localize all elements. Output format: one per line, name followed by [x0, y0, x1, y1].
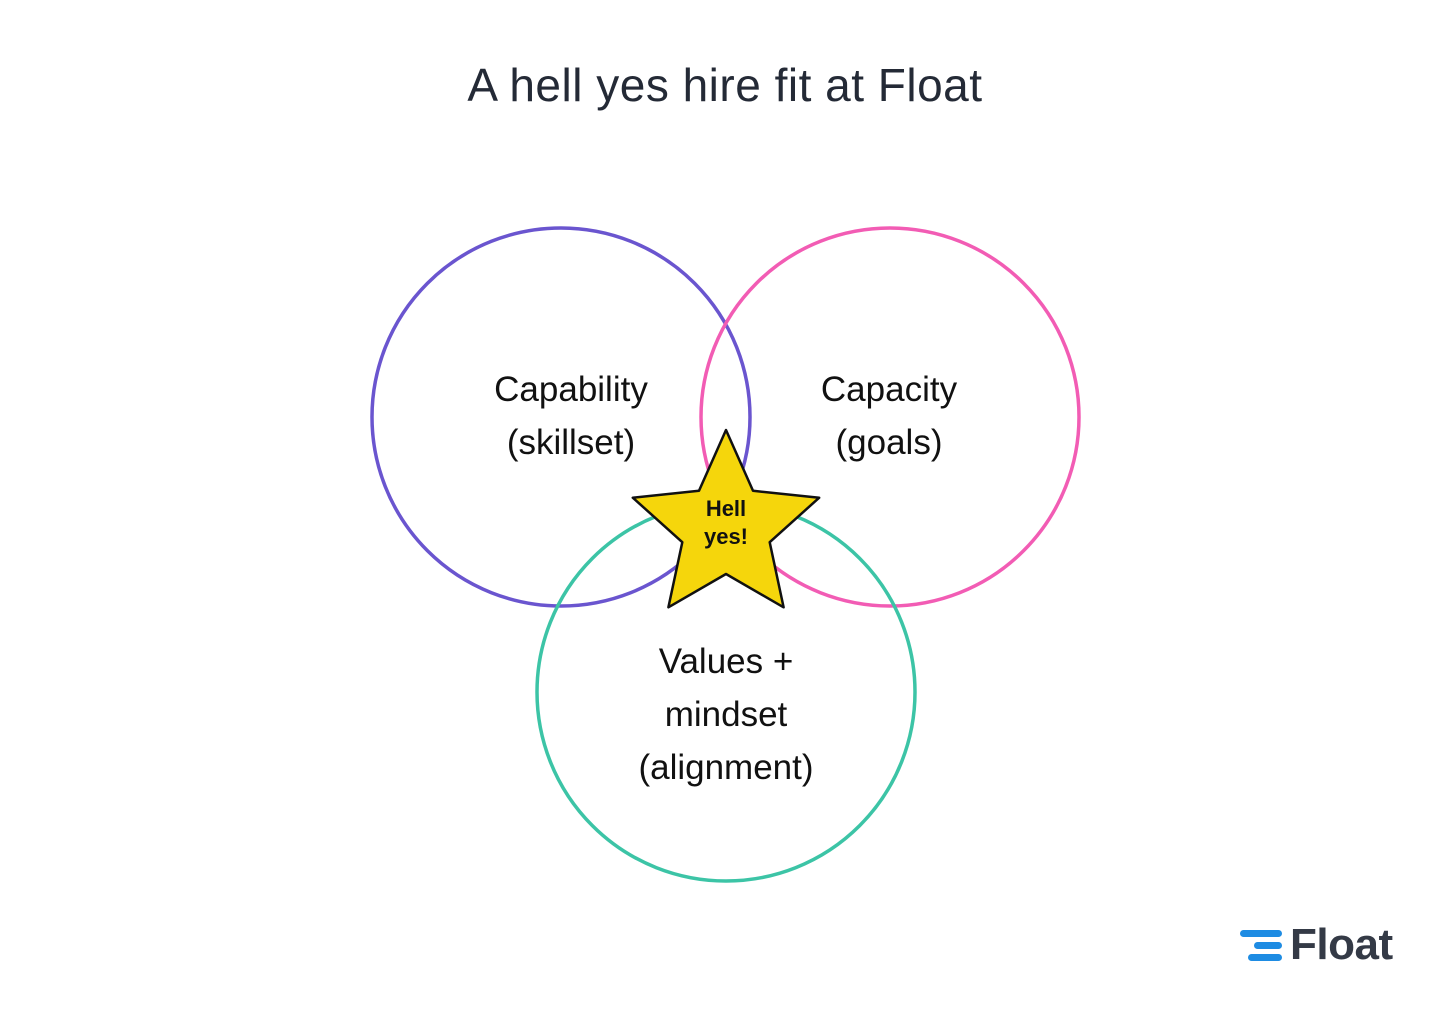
capacity-label: Capacity (goals) — [739, 363, 1039, 469]
diagram-title: A hell yes hire fit at Float — [467, 59, 983, 111]
capacity-title: Capacity — [820, 370, 958, 409]
star-label: Hell yes! — [676, 495, 776, 551]
star-label-line1: Hell — [705, 496, 747, 521]
capability-label: Capability (skillset) — [421, 363, 721, 469]
values-label: Values + mindset (alignment) — [576, 635, 876, 794]
star-label-line2: yes! — [703, 524, 749, 549]
float-logo-icon — [1240, 930, 1282, 961]
capability-title: Capability — [494, 370, 648, 409]
capability-subtitle: (skillset) — [506, 423, 636, 462]
values-title: Values + — [658, 642, 794, 681]
star-icon — [631, 428, 821, 609]
capability-circle — [370, 226, 752, 608]
float-logo-text: Float — [1290, 920, 1393, 969]
float-logo: Float — [1240, 920, 1393, 970]
capacity-subtitle: (goals) — [835, 423, 943, 462]
values-subtitle: (alignment) — [638, 748, 814, 787]
values-title-2: mindset — [664, 695, 788, 734]
capacity-circle — [699, 226, 1081, 608]
